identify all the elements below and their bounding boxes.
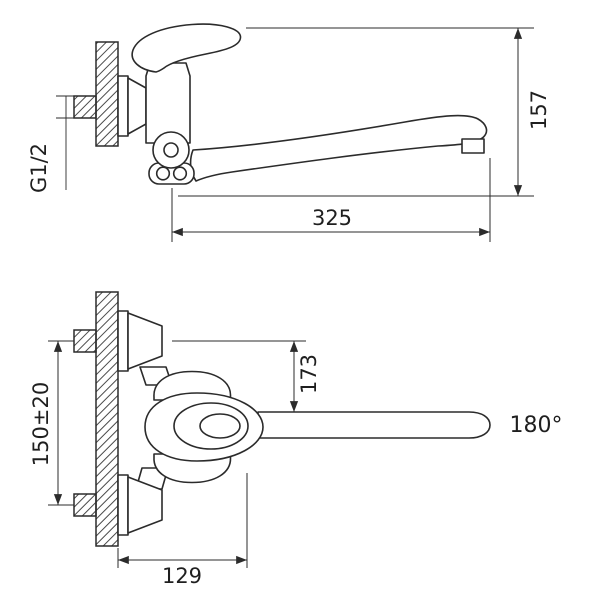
escutcheon-cone-bottom: [127, 476, 163, 534]
escutcheon-cone-top: [127, 312, 163, 370]
body-dome-bottom: [153, 453, 232, 484]
wall-section-side: [95, 41, 119, 147]
dim-value-150: 150±20: [29, 382, 53, 466]
collar-ring-left: [155, 166, 171, 181]
lever-handle-side: [131, 23, 242, 73]
pipe-stub-bottom: [73, 493, 97, 517]
dimension-depth-129: 129: [117, 473, 248, 588]
aerator: [461, 138, 485, 154]
dim-value-129: 129: [162, 564, 202, 588]
swivel-screw: [163, 142, 179, 158]
faucet-body-side: [145, 62, 191, 144]
wall-section-front: [95, 291, 119, 547]
dimension-reach-325: 325: [171, 158, 491, 242]
swivel-angle-label: 180°: [510, 413, 563, 438]
spout-side: [189, 114, 488, 182]
escutcheon-cone-side: [127, 77, 147, 135]
handle-inner-detail: [199, 413, 241, 439]
pipe-section-side: [73, 95, 97, 119]
dimension-mount-spacing: 150±20: [29, 340, 74, 506]
dimension-height-157: 157: [178, 27, 551, 197]
dim-value-157: 157: [527, 90, 551, 130]
thread-size-label: G1/2: [27, 143, 51, 193]
side-view: G1/2 157 325: [27, 23, 551, 242]
dim-value-173: 173: [297, 354, 321, 394]
escutcheon-flange-side: [117, 75, 129, 137]
pipe-edge-lines: [56, 95, 74, 190]
escutcheon-flange-bottom: [117, 474, 129, 536]
front-view: 180° 173 150±20 129: [29, 291, 563, 588]
collar-ring-right: [172, 166, 188, 181]
body-dome-top: [153, 370, 232, 401]
pipe-stub-top: [73, 329, 97, 353]
dim-value-325: 325: [312, 206, 352, 230]
escutcheon-flange-top: [117, 310, 129, 372]
spout-front: [257, 411, 491, 439]
dimension-height-173: 173: [172, 340, 321, 412]
